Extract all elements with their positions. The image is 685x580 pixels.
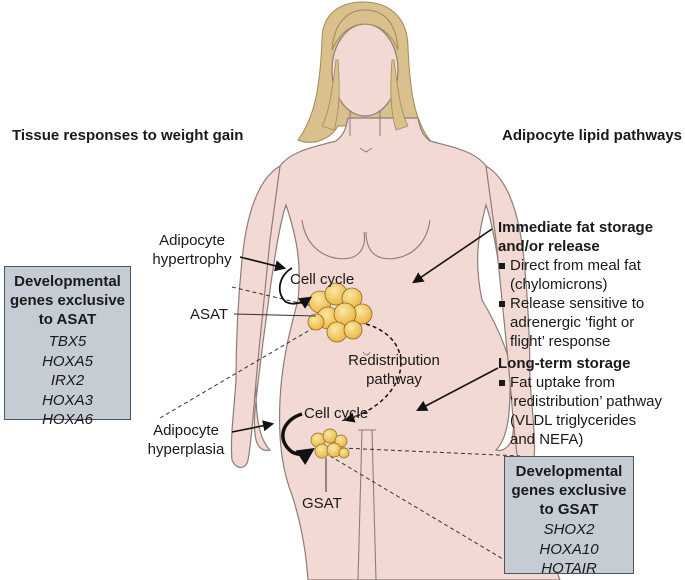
cell-cycle-bottom-label: Cell cycle <box>304 405 369 422</box>
gene-item: TBX5 <box>48 333 87 350</box>
gene-item: HOXA6 <box>42 411 93 428</box>
asat-gene-list: TBX5 HOXA5 IRX2 HOXA3 HOXA6 <box>5 332 130 430</box>
hair-front <box>331 9 399 51</box>
gene-item: HOXA10 <box>539 540 599 558</box>
breasts <box>301 219 431 260</box>
gsat-label: GSAT <box>302 495 342 512</box>
list-item: Direct from meal fat(chylomicrons) <box>498 256 653 294</box>
longterm-storage-block: Long-term storage Fat uptake from‘redist… <box>498 354 662 449</box>
left-header: Tissue responses to weight gain <box>12 127 244 144</box>
list-item: Fat uptake from‘redistribution’ pathway(… <box>498 373 662 449</box>
body-silhouette <box>253 117 561 580</box>
gsat-fat-cluster <box>310 428 350 459</box>
right-header: Adipocyte lipid pathways <box>502 127 683 144</box>
gene-item: HOXA3 <box>42 391 93 409</box>
asat-fat-cluster <box>307 282 373 343</box>
left-arm <box>230 164 281 469</box>
asat-label: ASAT <box>190 306 229 323</box>
gene-item: SHOX2 <box>543 521 595 538</box>
gene-item: HOXA5 <box>42 352 93 370</box>
immediate-points: Direct from meal fat(chylomicrons) Relea… <box>498 256 653 351</box>
gene-item: IRX2 <box>50 372 85 389</box>
head <box>331 23 399 117</box>
longterm-title: Long-term storage <box>498 355 631 372</box>
cell-cycle-top-label: Cell cycle <box>290 271 355 288</box>
gene-item: HOTAIR <box>541 560 597 577</box>
longterm-points: Fat uptake from‘redistribution’ pathway(… <box>498 373 662 449</box>
gsat-gene-list: SHOX2 HOXA10 HOTAIR <box>505 520 633 579</box>
thigh-gap <box>357 429 377 580</box>
